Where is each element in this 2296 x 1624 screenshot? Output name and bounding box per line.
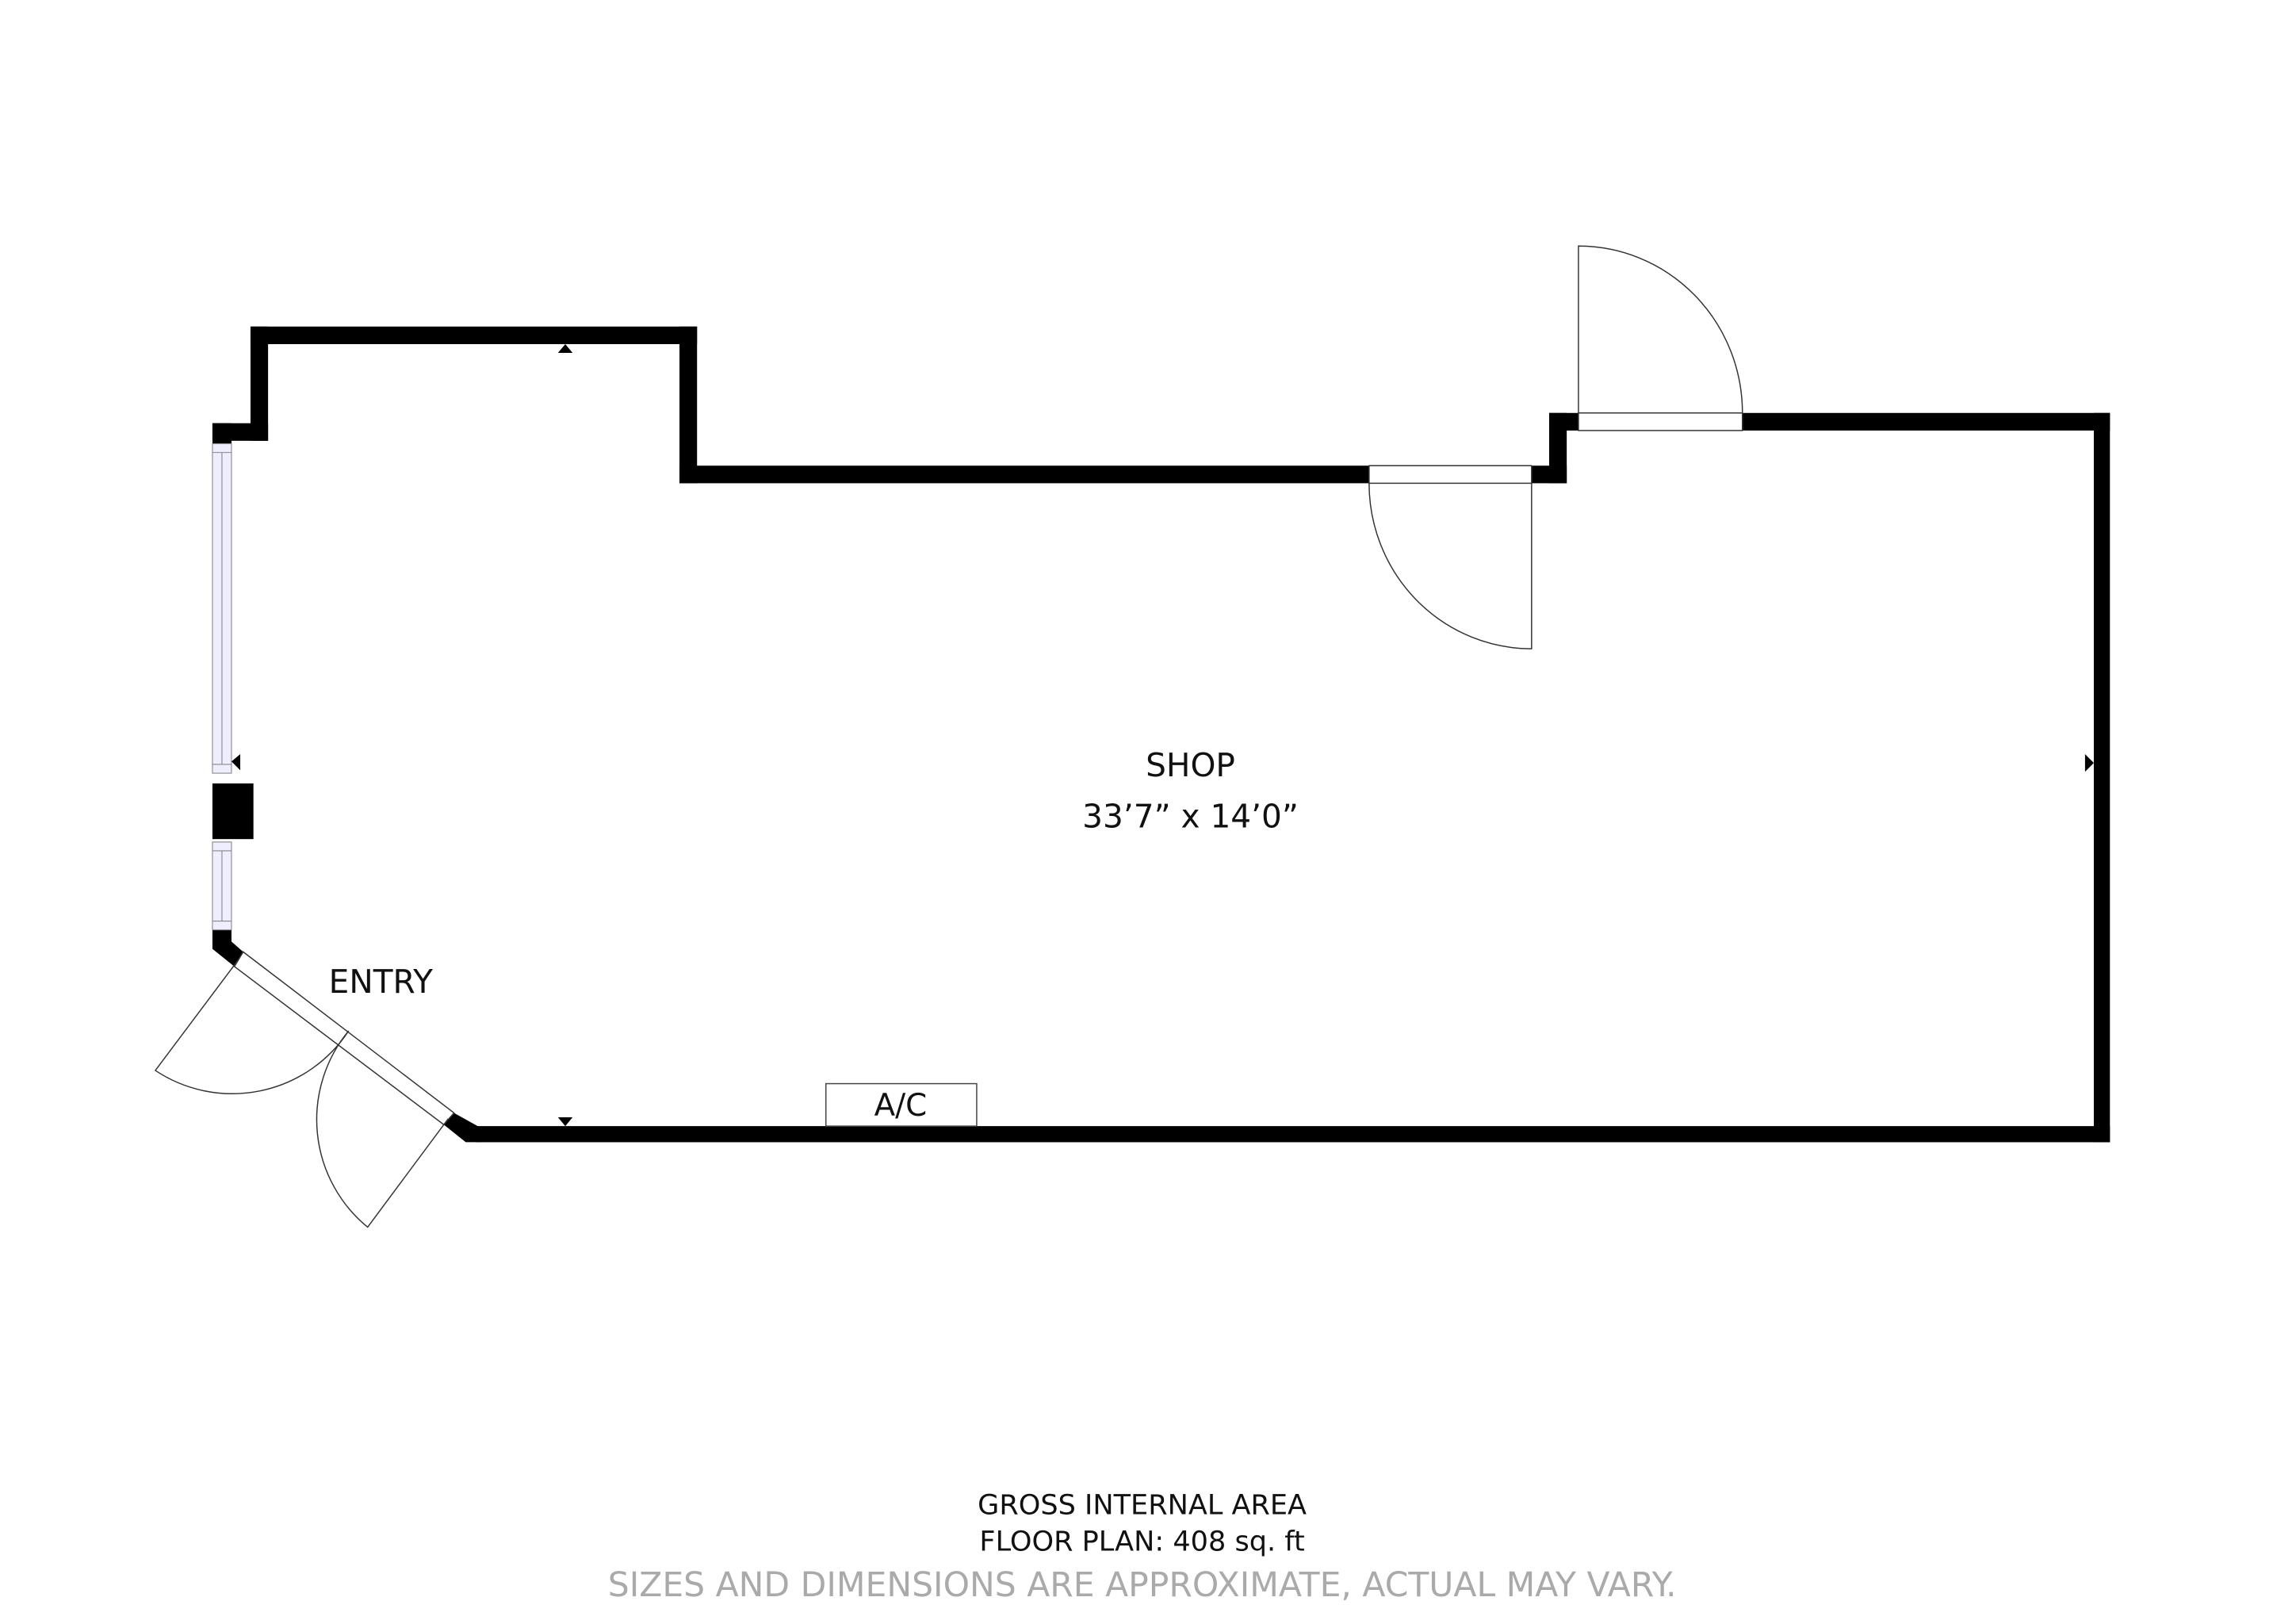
door-top-frame: [1578, 412, 1743, 431]
wall-top-right-a: [1548, 412, 1578, 431]
markers: [231, 343, 2094, 1127]
wall-left-top-stub: [212, 423, 232, 444]
wall-top-right-b: [1742, 412, 2110, 431]
wall-left-upper: [250, 326, 269, 441]
entry-door-left-swing: [154, 959, 350, 1094]
door-top-swing: [1578, 245, 1743, 413]
marker-right-icon: [2084, 754, 2094, 772]
wall-pillar: [212, 783, 254, 840]
room-name-entry: ENTRY: [329, 963, 433, 1001]
room-dimensions-shop: 33’7” x 14’0”: [1082, 797, 1299, 835]
wall-top-drop: [679, 326, 698, 484]
wall-diagonal-right: [443, 1113, 480, 1143]
footer-disclaimer: SIZES AND DIMENSIONS ARE APPROXIMATE, AC…: [608, 1566, 1677, 1605]
door-middle-swing: [1368, 483, 1533, 649]
footer-gross-area: GROSS INTERNAL AREA: [978, 1488, 1307, 1521]
wall-bottom: [476, 1126, 2110, 1143]
windows: [212, 442, 232, 931]
footer-floor-plan-area: FLOOR PLAN: 408 sq. ft: [979, 1526, 1304, 1558]
wall-top-left: [250, 326, 698, 344]
wall-middle-top: [679, 465, 1369, 484]
marker-top-icon: [557, 343, 573, 354]
wall-diagonal-left: [212, 929, 243, 967]
entry-door-right-swing: [316, 1030, 449, 1228]
ac-label: A/C: [874, 1088, 928, 1124]
marker-bottom-icon: [557, 1117, 573, 1127]
door-middle-frame: [1368, 465, 1533, 485]
marker-left-icon: [231, 754, 241, 771]
walls: [212, 326, 2110, 1143]
wall-right: [2093, 412, 2110, 1143]
ac-unit: [825, 1082, 978, 1127]
room-name-shop: SHOP: [1146, 746, 1235, 784]
doors: [154, 245, 1743, 1228]
